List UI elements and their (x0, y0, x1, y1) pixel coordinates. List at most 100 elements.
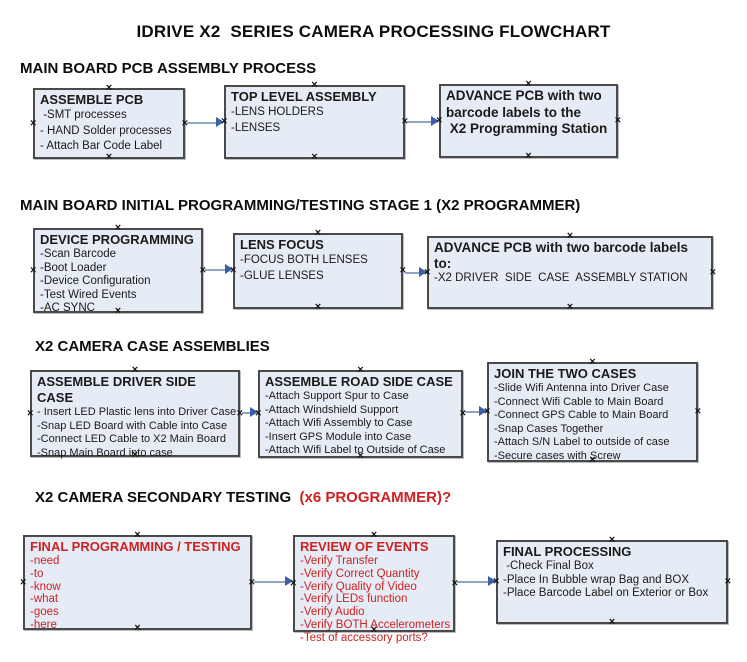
flow-step-item: -goes (30, 606, 59, 619)
connection-point-icon: × (614, 114, 621, 127)
connector-line (187, 121, 218, 124)
flow-box-title: LENS FOCUS (240, 237, 324, 252)
connector-line (465, 410, 481, 413)
flow-box-title: ADVANCE PCB with two barcode labels to: (434, 240, 692, 271)
flow-step-item: -Snap LED Board with Cable into Case (37, 419, 228, 432)
section-header-pcb-assembly: MAIN BOARD PCB ASSEMBLY PROCESS (20, 60, 317, 77)
flow-step-item: -Verify LEDs function (300, 593, 408, 606)
section-header-highlight: (x6 PROGRAMMER)? (299, 489, 452, 506)
flow-step-item: -FOCUS BOTH LENSES (240, 254, 368, 266)
flow-box-advance-pcb-programming-station: × × × × ADVANCE PCB with two barcode lab… (436, 78, 621, 162)
flow-step-item: -Snap Cases Together (494, 422, 604, 435)
flow-step-item: -X2 DRIVER SIDE CASE ASSEMBLY STATION (434, 272, 688, 284)
flow-box-advance-pcb-case-station: × × × × ADVANCE PCB with two barcode lab… (424, 230, 716, 313)
connection-point-icon: × (314, 227, 322, 239)
section-header-case-assemblies: X2 CAMERA CASE ASSEMBLIES (35, 338, 270, 355)
flow-connector-arrow (457, 576, 496, 587)
flow-step-item: -Check Final Box (503, 560, 594, 572)
flow-connector-arrow (187, 117, 224, 128)
flow-step-item: -Verify Correct Quantity (300, 567, 420, 580)
connection-point-icon: × (709, 266, 716, 278)
flow-box-review-of-events: × × × × REVIEW OF EVENTS -Verify Transfe… (290, 530, 458, 644)
flow-step-item: -know (30, 580, 61, 593)
flow-box-final-processing: × × × × FINAL PROCESSING -Check Final Bo… (493, 534, 731, 628)
flow-box-title: TOP LEVEL ASSEMBLY (231, 89, 377, 104)
connection-point-icon: × (134, 529, 141, 541)
flow-step-item: -Attach Wifi Label to Outside of Case (265, 444, 446, 456)
flow-connector-arrow (407, 116, 439, 127)
flow-connector-arrow (465, 406, 487, 417)
flow-step-item: -Verify Transfer (300, 555, 378, 567)
arrowhead-icon (479, 406, 487, 416)
flow-box-title: ASSEMBLE DRIVER SIDE CASE (37, 374, 200, 405)
connection-point-icon: × (311, 151, 318, 163)
flow-step-item: -Verify BOTH Accelerometers (300, 618, 451, 631)
flow-box-final-programming-testing: × × × × FINAL PROGRAMMING / TESTING -nee… (20, 529, 255, 634)
flow-step-item: -Attach Windshield Support (265, 403, 399, 416)
section-header-initial-programming: MAIN BOARD INITIAL PROGRAMMING/TESTING S… (20, 197, 581, 214)
connection-point-icon: × (525, 78, 532, 90)
flow-step-item: -Device Configuration (40, 275, 151, 287)
connection-point-icon: × (131, 364, 139, 376)
section-header-text: X2 CAMERA SECONDARY TESTING (35, 489, 300, 506)
flow-step-item: -Test Wired Events (40, 288, 137, 301)
flow-step-item: -Test of accessory ports? (300, 631, 428, 644)
flow-step-item: -SMT processes (40, 109, 127, 121)
flow-step-item: -Insert GPS Module into Case (265, 430, 412, 443)
flow-step-item: -here (30, 618, 57, 631)
flow-box-device-programming: × × × × DEVICE PROGRAMMING -Scan Barcode… (30, 223, 206, 317)
flow-step-item: -Attach Wifi Assembly to Case (265, 417, 413, 429)
flow-box-assemble-pcb: × × × × ASSEMBLE PCB -SMT processes - HA… (30, 83, 188, 163)
flow-connector-arrow (254, 576, 293, 587)
connection-point-icon: × (608, 534, 616, 546)
flow-step-item: -Place In Bubble wrap Bag and BOX (503, 573, 690, 586)
connection-point-icon: × (724, 575, 731, 588)
connector-line (254, 580, 287, 583)
flow-step-item: -Attach S/N Label to outside of case (494, 436, 670, 448)
connection-point-icon: × (525, 150, 532, 162)
flow-box-title: FINAL PROGRAMMING / TESTING (30, 539, 241, 554)
connection-point-icon: × (357, 364, 364, 376)
flow-connector-arrow (205, 264, 233, 275)
flow-step-item: -Verify Quality of Video (300, 580, 417, 593)
flow-step-item: -LENSES (231, 121, 281, 134)
flow-step-item: -Slide Wifi Antenna into Driver Case (494, 382, 669, 394)
flow-step-item: -Connect LED Cable to X2 Main Board (37, 433, 226, 445)
arrowhead-icon (225, 264, 233, 274)
flow-step-item: -to (30, 567, 44, 580)
connector-line (457, 580, 490, 583)
flow-step-item: -Snap Main Board into case (37, 446, 173, 459)
connection-point-icon: × (566, 230, 574, 242)
connection-point-icon: × (27, 407, 34, 419)
flow-step-item: -Connect Wifi Cable to Main Board (494, 395, 664, 408)
flow-step-item: - Attach Bar Code Label (40, 140, 163, 152)
flow-box-title: FINAL PROCESSING (503, 544, 632, 559)
flow-step-item: -what (30, 593, 59, 606)
connection-point-icon: × (30, 117, 37, 129)
flow-box-assemble-driver-side-case: × × × × ASSEMBLE DRIVER SIDE CASE - Inse… (27, 364, 243, 461)
flow-step-item: -Secure cases with Screw (494, 449, 621, 462)
flow-box-title: REVIEW OF EVENTS (300, 539, 429, 554)
arrowhead-icon (419, 267, 427, 277)
flow-step-item: -Boot Loader (40, 261, 107, 274)
flow-step-item: - HAND Solder processes (40, 124, 172, 137)
connector-line (205, 268, 227, 271)
arrowhead-icon (250, 407, 258, 417)
flow-box-lens-focus: × × × × LENS FOCUS -FOCUS BOTH LENSES -G… (230, 227, 406, 313)
connection-point-icon: × (105, 151, 113, 163)
flow-step-item: - Insert LED Plastic lens into Driver Ca… (37, 406, 237, 418)
flow-step-item: -LENS HOLDERS (231, 106, 324, 118)
connector-line (242, 411, 252, 414)
connector-line (405, 271, 421, 274)
flow-step-item: -AC SYNC (40, 302, 95, 314)
connection-point-icon: × (311, 79, 318, 91)
flow-step-item: -need (30, 555, 60, 567)
flow-box-title: ADVANCE PCB with two barcode labels to t… (446, 88, 608, 136)
connection-point-icon: × (608, 616, 616, 628)
flow-connector-arrow (242, 407, 258, 418)
flow-step-item: -Connect GPS Cable to Main Board (494, 409, 669, 421)
flow-box-title: JOIN THE TWO CASES (494, 366, 637, 381)
page-title: IDRIVE X2 SERIES CAMERA PROCESSING FLOWC… (136, 22, 611, 41)
flow-box-title: DEVICE PROGRAMMING (40, 232, 194, 247)
